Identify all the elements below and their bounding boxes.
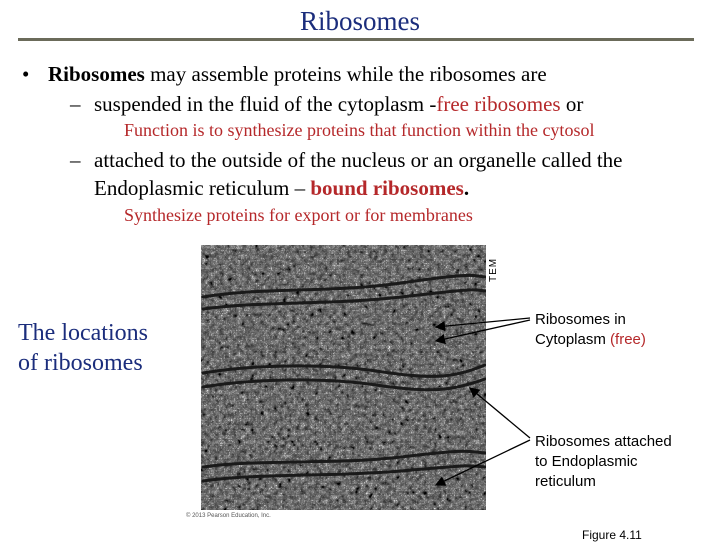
copyright-notice: © 2013 Pearson Education, Inc. xyxy=(186,513,271,519)
sub-bullet-free-text: suspended in the fluid of the cytoplasm … xyxy=(94,92,437,116)
dash-icon: – xyxy=(70,148,81,172)
sub-bullet-bound-line1: attached to the outside of the nucleus o… xyxy=(94,148,623,172)
sub-bullet-bound-line2: Endoplasmic reticulum – xyxy=(94,176,311,200)
side-label-line2: of ribosomes xyxy=(18,350,143,376)
bound-period: . xyxy=(463,176,470,200)
bullet-icon: • xyxy=(22,62,30,86)
bound-function-detail: Synthesize proteins for export or for me… xyxy=(124,205,473,225)
sub-bullet-bound: –attached to the outside of the nucleus … xyxy=(70,146,623,202)
side-label: The locations of ribosomes xyxy=(18,318,148,378)
free-tag: (free) xyxy=(610,331,646,348)
sub-bullet-free: –suspended in the fluid of the cytoplasm… xyxy=(70,92,583,117)
bullet-bold-term: Ribosomes xyxy=(48,62,145,86)
tem-label: TEM xyxy=(488,257,499,282)
label-bound-ribosomes: Ribosomes attached to Endoplasmic reticu… xyxy=(535,433,672,490)
main-bullet: • Ribosomes may assemble proteins while t… xyxy=(22,62,547,87)
side-label-line1: The locations xyxy=(18,320,148,346)
dash-icon: – xyxy=(70,92,81,116)
tem-micrograph xyxy=(201,245,486,510)
bullet-text: may assemble proteins while the ribosome… xyxy=(144,62,547,86)
bound-ribosomes-term: bound ribosomes xyxy=(310,176,464,200)
sub-bullet-free-tail: or xyxy=(560,92,584,116)
free-function-detail: Function is to synthesize proteins that … xyxy=(124,120,595,140)
slide-title: Ribosomes xyxy=(299,6,420,36)
title-underline xyxy=(18,38,694,41)
label-free-ribosomes: Ribosomes in Cytoplasm (free) xyxy=(535,311,646,348)
figure-caption: Figure 4.11 xyxy=(582,528,642,542)
free-ribosomes-term: free ribosomes xyxy=(436,92,561,116)
